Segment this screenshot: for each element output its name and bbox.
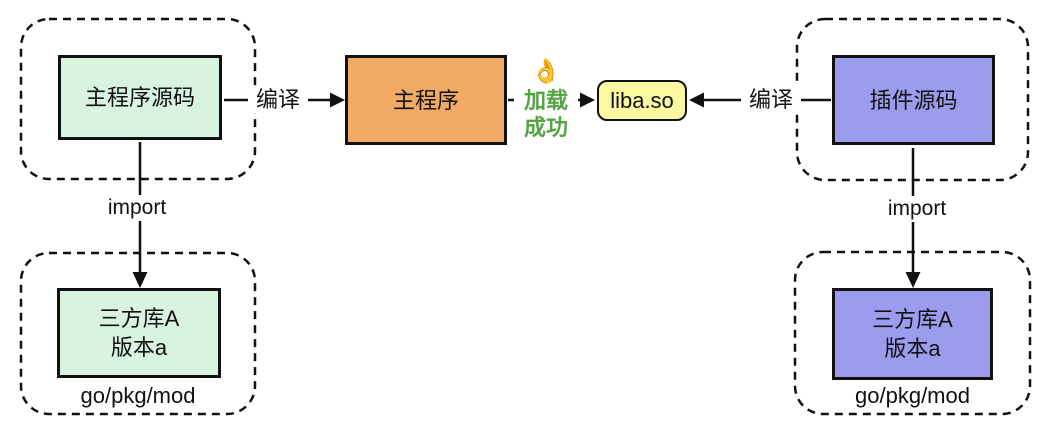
left-lib-label-line1: 三方库A — [98, 306, 180, 331]
import-left-label: import — [103, 195, 171, 221]
plugin-source-label: 插件源码 — [869, 87, 958, 113]
liba-so-box: liba.so — [597, 80, 687, 121]
load-success-line1: 加载 — [523, 88, 568, 113]
import-right-label: import — [883, 196, 951, 222]
main-source-box: 主程序源码 — [58, 55, 222, 140]
main-source-label: 主程序源码 — [84, 85, 195, 110]
right-lib-label-line2: 版本a — [884, 336, 941, 361]
liba-so-label: liba.so — [610, 88, 674, 113]
compile-right-label: 编译 — [741, 86, 801, 113]
load-success-line2: 成功 — [523, 115, 568, 140]
load-success-label: 👌 加载 成功 — [514, 57, 578, 141]
main-program-label: 主程序 — [392, 87, 459, 113]
arrowhead-compile-left — [330, 92, 345, 108]
left-pkg-path-label: go/pkg/mod — [80, 383, 196, 408]
arrowhead-load-success — [580, 92, 595, 108]
left-pkg-group — [19, 251, 257, 416]
main-program-box: 主程序 — [345, 55, 507, 145]
left-lib-label-line2: 版本a — [110, 335, 168, 360]
plugin-source-box: 插件源码 — [832, 55, 995, 145]
right-pkg-path-label: go/pkg/mod — [855, 383, 970, 408]
compile-left-label: 编译 — [248, 86, 308, 113]
arrowhead-import-right — [905, 272, 921, 288]
ok-hand-icon: 👌 — [531, 58, 561, 85]
arrowhead-import-left — [132, 272, 148, 288]
right-lib-box: 三方库A 版本a — [832, 288, 993, 380]
arrowhead-compile-right — [689, 92, 704, 108]
right-lib-label-line1: 三方库A — [872, 307, 953, 332]
left-lib-box: 三方库A 版本a — [57, 288, 221, 378]
